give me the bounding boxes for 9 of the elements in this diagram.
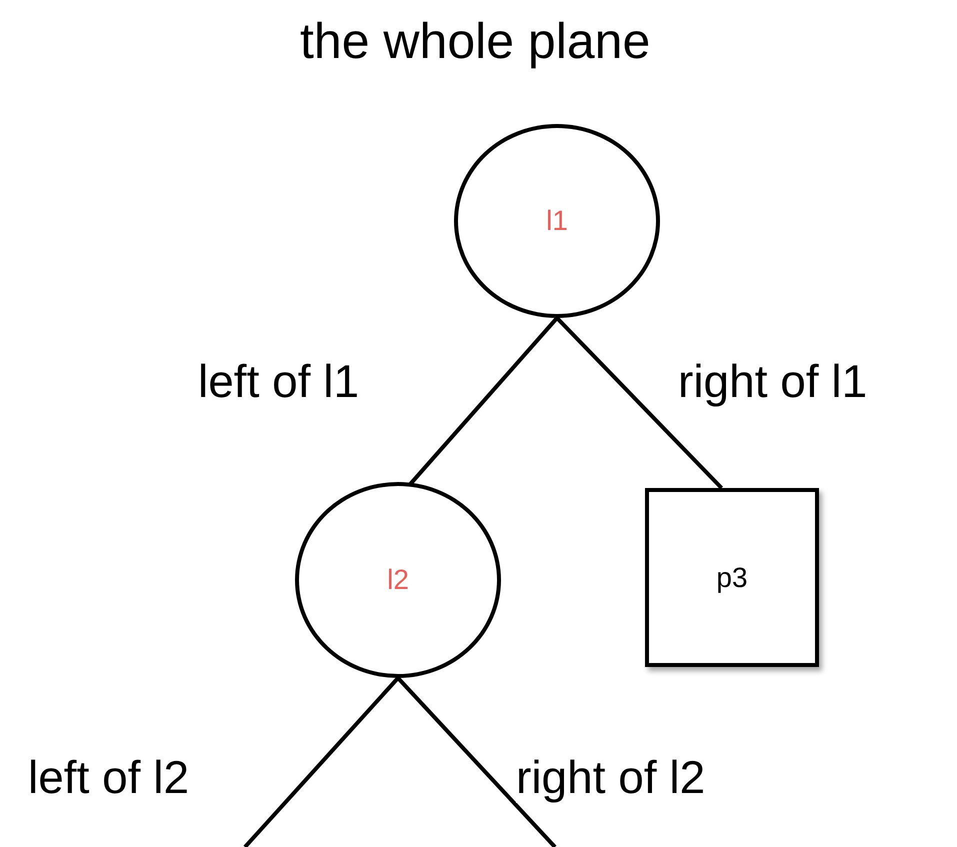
node-label: l2: [387, 564, 409, 596]
leaf-node-box: [645, 488, 819, 667]
diagram-title: the whole plane: [300, 12, 650, 70]
tree-branch-line: [408, 316, 558, 486]
tree-branch-line: [556, 316, 723, 490]
tree-branch-line: [396, 676, 556, 847]
tree-branch-line: [244, 676, 400, 847]
node-label: p3: [716, 562, 748, 594]
node-label: l1: [546, 205, 568, 237]
